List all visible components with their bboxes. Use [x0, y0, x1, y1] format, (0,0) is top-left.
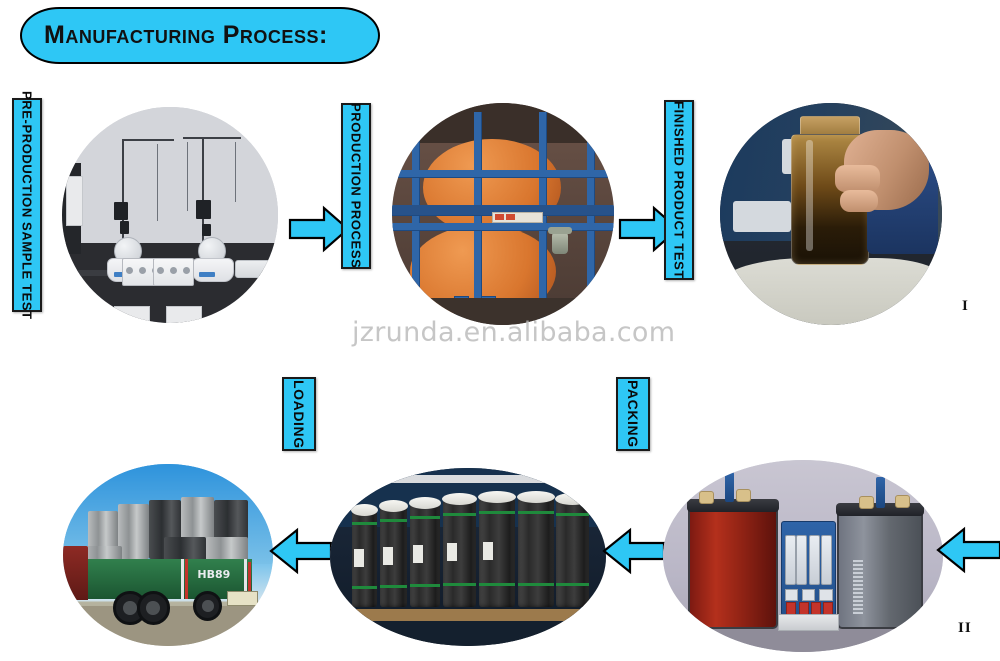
flow-arrow-right-1: [288, 205, 350, 253]
page-title: Manufacturing Process:: [44, 21, 328, 49]
stage-label-pre-production-sample-test: PRE-PRODUCTION SAMPLE TEST: [12, 91, 42, 319]
truck-scene: HB89: [63, 464, 273, 646]
flow-arrow-left-2: [600, 526, 666, 576]
flow-arrow-left-3: [934, 525, 1000, 575]
lab-scene: [62, 107, 278, 323]
page-title-pill: Manufacturing Process:: [20, 7, 380, 64]
stage-label-text: PACKING: [625, 380, 641, 448]
stage-label-packing: PACKING: [616, 377, 650, 451]
truck-body-marking: HB89: [197, 567, 231, 581]
bottle-scene: [720, 103, 942, 325]
loading-photo: HB89: [63, 464, 273, 646]
stage-label-text: PRE-PRODUCTION SAMPLE TEST: [19, 90, 35, 320]
quality-testing-photo: [663, 460, 943, 652]
drums-scene: [330, 468, 606, 646]
row-marker-bottom: II: [958, 620, 972, 636]
stage-label-text: FINISHED PRODUCT TEST: [671, 101, 687, 279]
stage-label-loading: LOADING: [282, 377, 316, 451]
stage-label-production-process: PRODUCTION PROCESS: [341, 103, 371, 269]
reactor-scene: [392, 103, 614, 325]
row-marker-top: I: [962, 298, 969, 314]
pre-production-sample-test-photo: [62, 107, 278, 323]
tester-scene: [663, 460, 943, 652]
finished-product-test-photo: [720, 103, 942, 325]
packing-photo: [330, 468, 606, 646]
flow-arrow-left-1: [267, 526, 333, 576]
stage-label-finished-product-test: FINISHED PRODUCT TEST: [664, 100, 694, 280]
stage-label-text: PRODUCTION PROCESS: [348, 103, 364, 269]
stage-label-text: LOADING: [291, 379, 307, 449]
production-process-photo: [392, 103, 614, 325]
